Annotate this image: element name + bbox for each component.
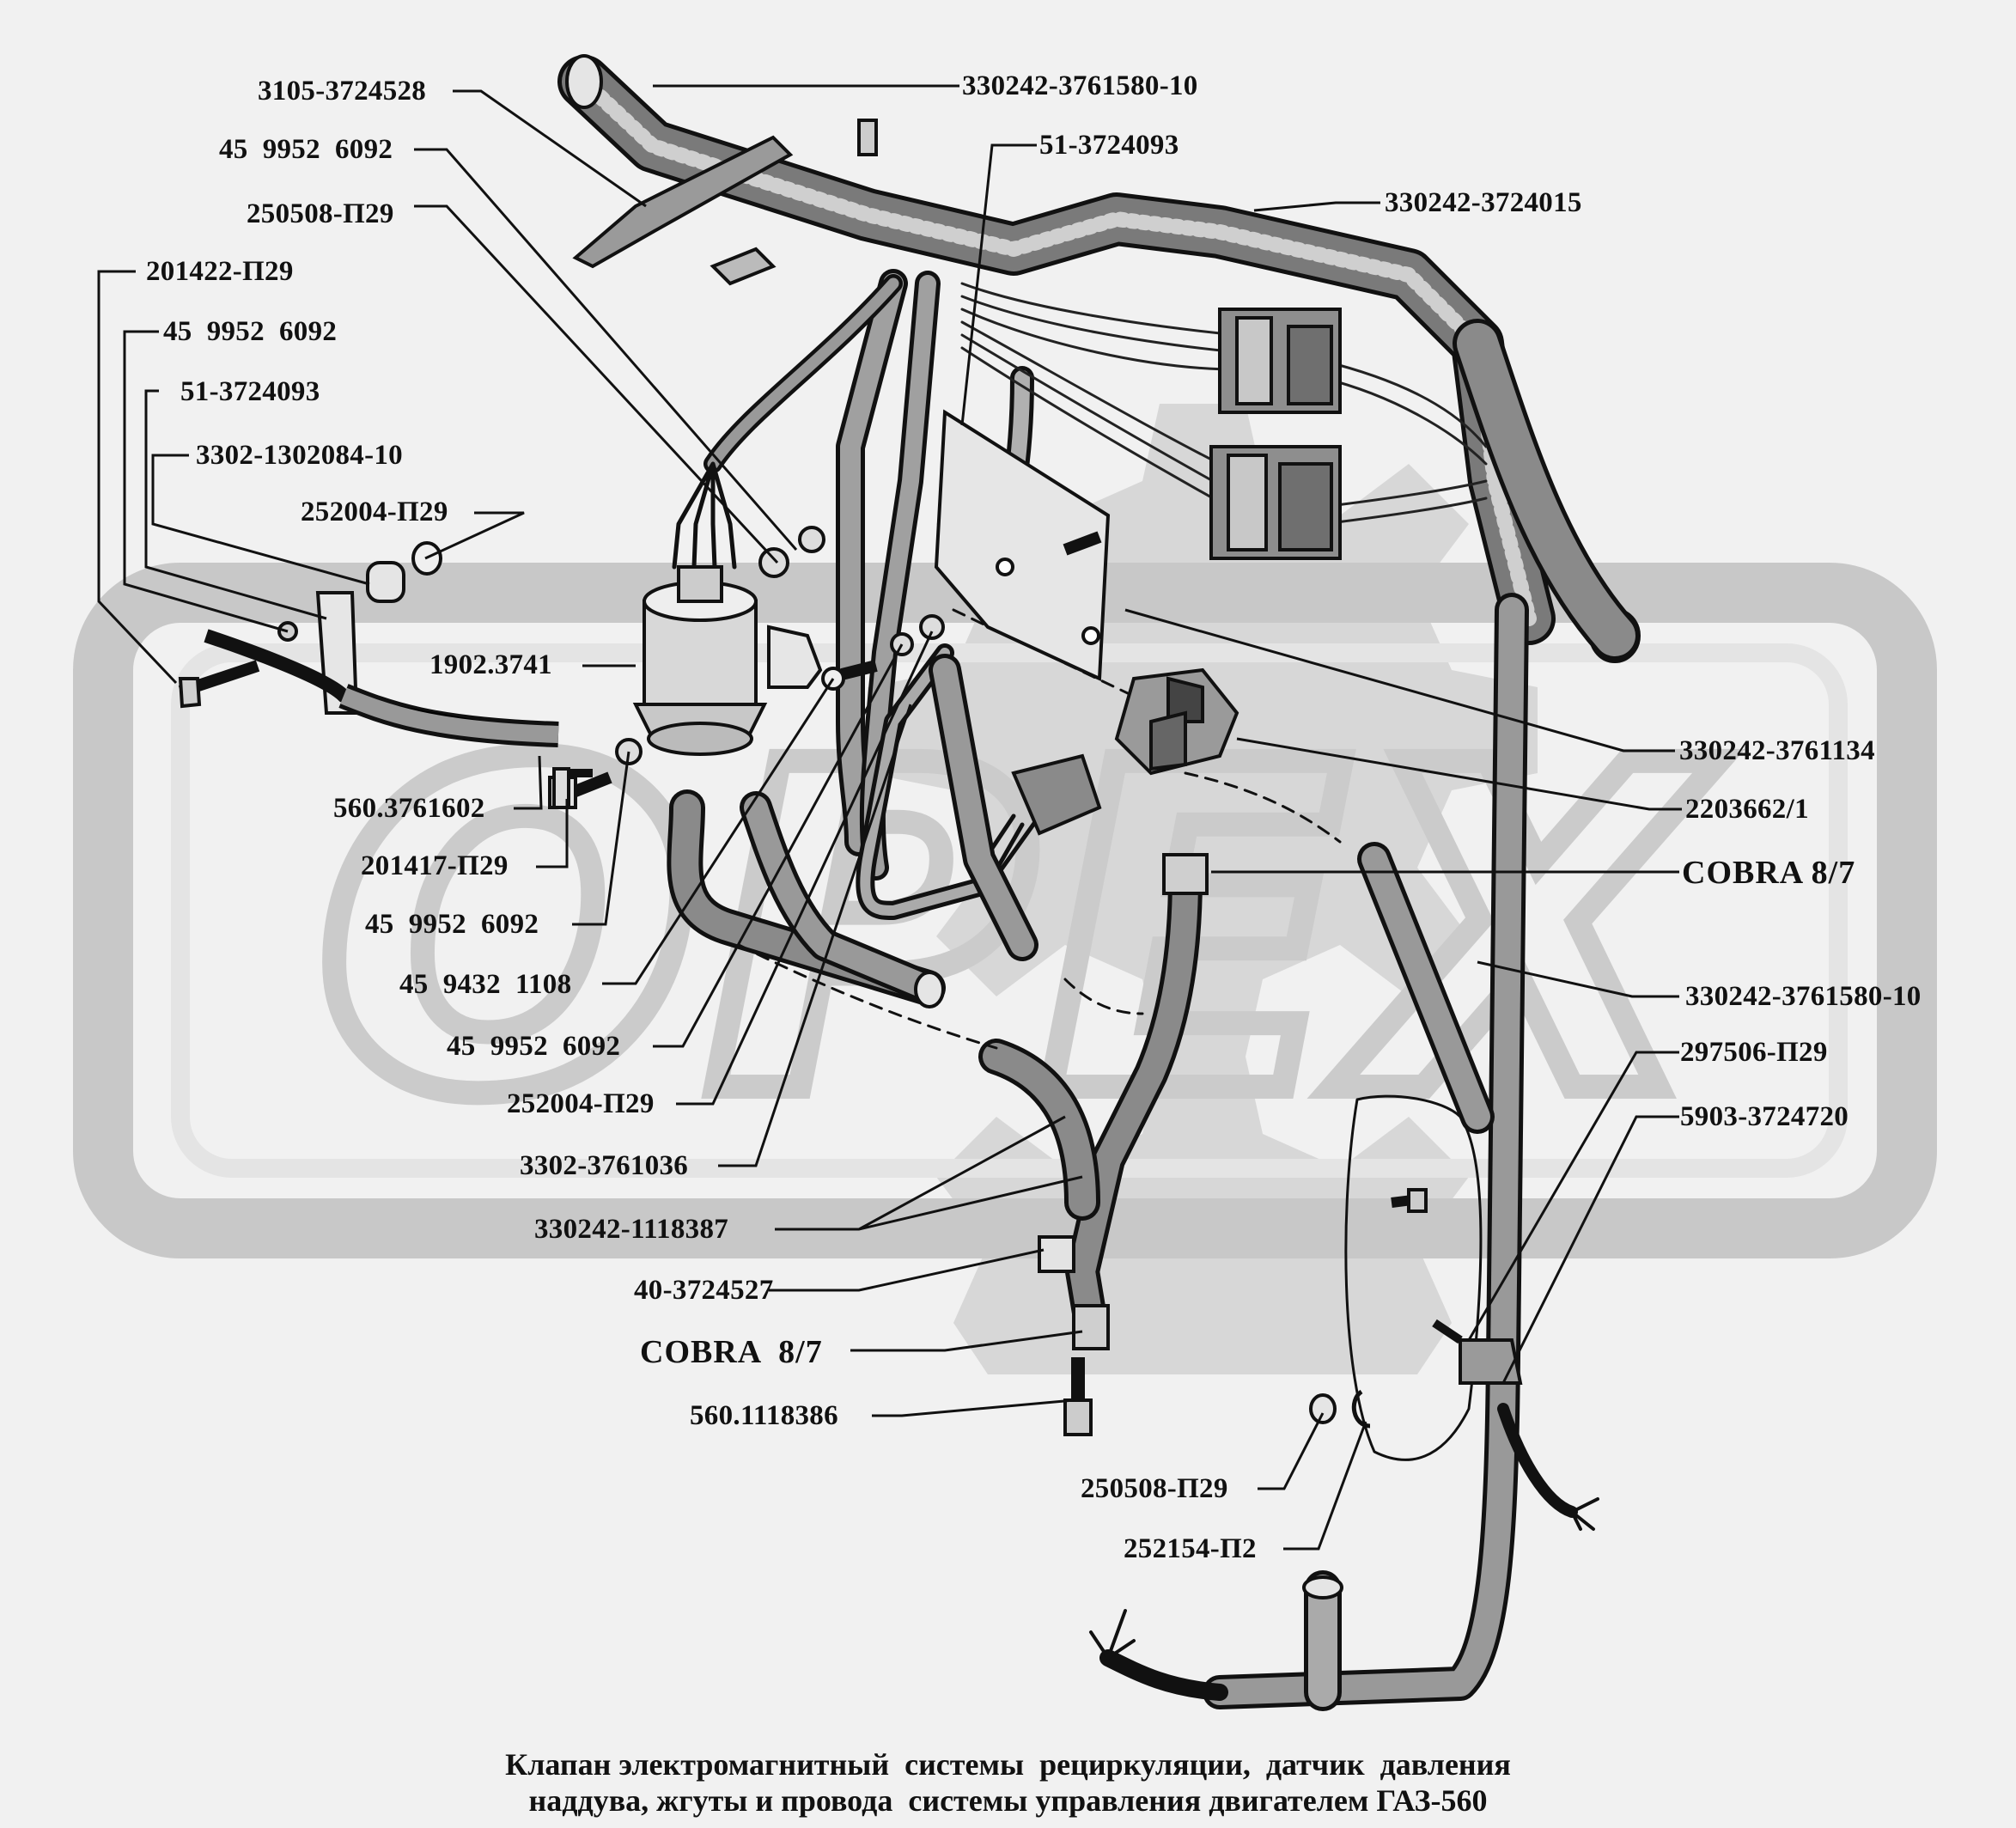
caption-line-2: наддува, жгуты и провода системы управле…	[528, 1783, 1488, 1818]
label-51-3724093-a: 51-3724093	[180, 376, 320, 407]
label-252154-p2: 252154-П2	[1124, 1533, 1257, 1564]
parts	[178, 119, 1523, 1436]
label-5903-3724720: 5903-3724720	[1680, 1101, 1849, 1132]
label-cobra-8-7-b: COBRA 8/7	[1682, 855, 1856, 891]
label-560-3761602: 560.3761602	[333, 793, 485, 824]
label-3105-3724528: 3105-3724528	[258, 76, 427, 107]
label-cobra-8-7-a: COBRA 8/7	[640, 1334, 823, 1370]
harness-connectors	[1209, 308, 1342, 560]
label-201417-p29: 201417-П29	[361, 850, 509, 881]
label-45-9952-6092-a: 45 9952 6092	[219, 134, 393, 165]
label-40-3724527: 40-3724527	[634, 1275, 774, 1306]
label-201422-p29: 201422-П29	[146, 256, 294, 287]
label-51-3724093-b: 51-3724093	[1039, 130, 1179, 161]
label-1902-3741: 1902.3741	[429, 649, 552, 680]
label-250508-p29-a: 250508-П29	[247, 198, 394, 229]
label-330242-3761134: 330242-3761134	[1679, 735, 1875, 766]
label-2203662-1: 2203662/1	[1685, 794, 1809, 825]
label-252004-p29-a: 252004-П29	[301, 497, 448, 527]
pressure-sensor	[1011, 667, 1239, 836]
label-45-9952-6092-c: 45 9952 6092	[365, 909, 539, 940]
label-45-9432-1108: 45 9432 1108	[399, 969, 572, 1000]
label-3302-3761036: 3302-3761036	[520, 1150, 689, 1181]
label-3302-1302084-10: 3302-1302084-10	[196, 440, 403, 471]
label-250508-p29-b: 250508-П29	[1081, 1473, 1228, 1504]
label-560-1118386: 560.1118386	[690, 1400, 838, 1431]
label-330242-3761580-10-b: 330242-3761580-10	[1685, 981, 1922, 1012]
label-330242-3761580-10-a: 330242-3761580-10	[962, 70, 1198, 101]
label-297506-p29: 297506-П29	[1680, 1037, 1828, 1068]
leader-lines	[97, 84, 1682, 1551]
solenoid-valve	[632, 565, 768, 756]
label-45-9952-6092-b: 45 9952 6092	[163, 316, 338, 347]
label-330242-3724015: 330242-3724015	[1385, 187, 1582, 218]
label-330242-1118387: 330242-1118387	[534, 1214, 729, 1245]
label-252004-p29-b: 252004-П29	[507, 1088, 655, 1119]
label-45-9952-6092-d: 45 9952 6092	[447, 1031, 621, 1062]
caption-line-1: Клапан электромагнитный системы рециркул…	[505, 1747, 1511, 1782]
